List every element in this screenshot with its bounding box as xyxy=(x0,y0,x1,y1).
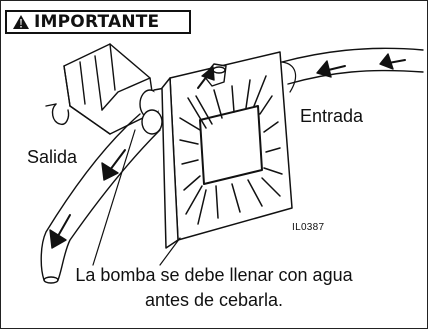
pump-body xyxy=(161,51,293,249)
caption-leader-pump xyxy=(159,237,181,266)
figure-code: IL0387 xyxy=(292,222,325,233)
caption-leader-outlet xyxy=(92,129,136,266)
caption-line-2: antes de cebarla. xyxy=(144,290,284,310)
warning-triangle-icon xyxy=(13,15,29,29)
caption: La bomba se debe llenar con agua antes d… xyxy=(0,263,428,313)
outlet-label: Salida xyxy=(27,147,78,167)
caption-line-1: La bomba se debe llenar con agua xyxy=(75,265,353,285)
inlet-label: Entrada xyxy=(300,106,364,126)
warning-label: IMPORTANTE xyxy=(34,12,160,32)
priming-plug xyxy=(197,63,227,89)
inlet-hose xyxy=(281,47,424,93)
warning-badge: IMPORTANTE xyxy=(5,10,191,34)
outlet-hose xyxy=(40,109,163,284)
